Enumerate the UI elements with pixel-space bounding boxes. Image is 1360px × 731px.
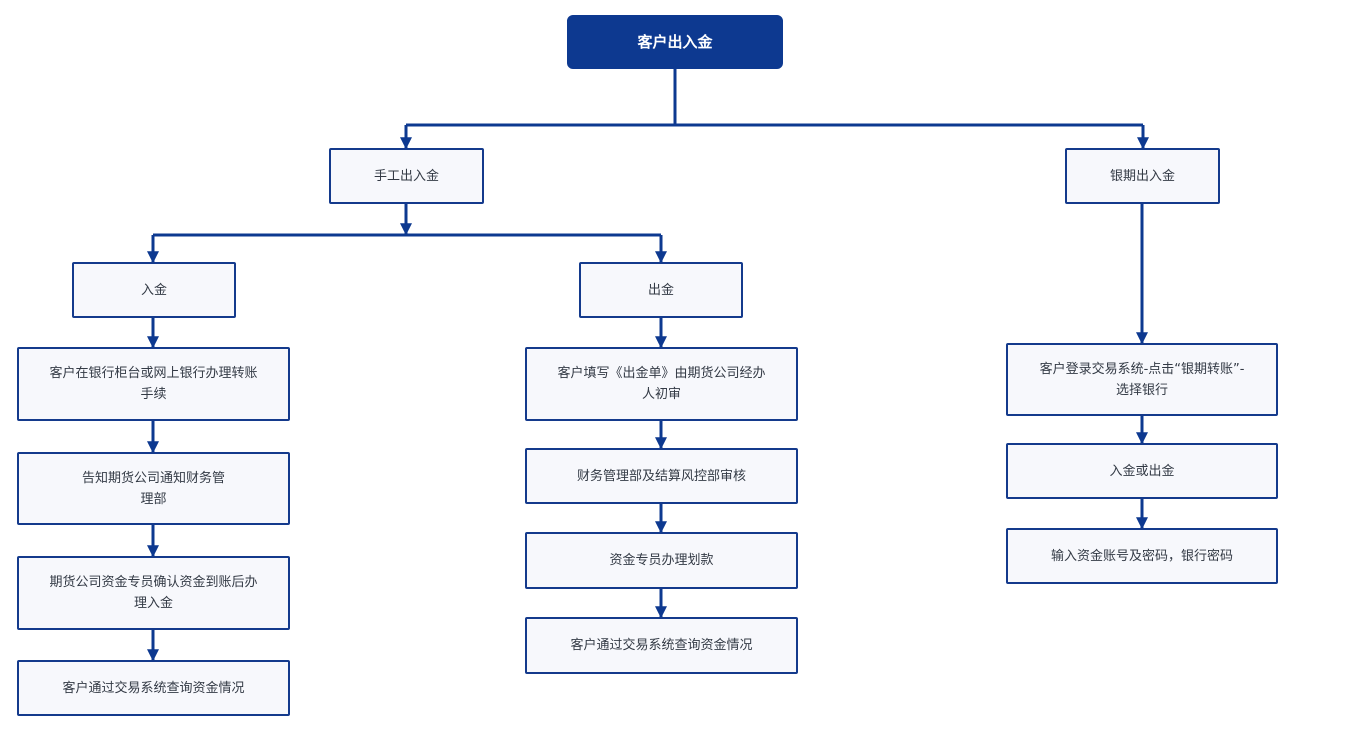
deposit-step: 客户在银行柜台或网上银行办理转账手续 bbox=[17, 347, 290, 421]
withdraw-step: 财务管理部及结算风控部审核 bbox=[525, 448, 798, 504]
withdraw-label: 出金 bbox=[647, 282, 674, 298]
root-label: 客户出入金 bbox=[637, 32, 713, 51]
root-node: 客户出入金 bbox=[567, 15, 783, 69]
deposit-step-label: 告知期货公司通知财务管理部 bbox=[81, 470, 225, 507]
deposit-step: 客户通过交易系统查询资金情况 bbox=[17, 660, 290, 716]
withdraw-step-label: 资金专员办理划款 bbox=[609, 553, 714, 568]
withdraw-step: 客户填写《出金单》由期货公司经办人初审 bbox=[525, 347, 798, 421]
bank-step: 入金或出金 bbox=[1006, 443, 1278, 499]
withdraw-step-label: 客户通过交易系统查询资金情况 bbox=[570, 638, 753, 653]
withdraw-step-label: 财务管理部及结算风控部审核 bbox=[576, 468, 746, 484]
withdraw-step: 客户通过交易系统查询资金情况 bbox=[525, 617, 798, 674]
withdraw-step: 资金专员办理划款 bbox=[525, 532, 798, 589]
withdraw-node: 出金 bbox=[579, 262, 743, 318]
manual-label: 手工出入金 bbox=[373, 168, 439, 184]
deposit-step-label: 客户在银行柜台或网上银行办理转账手续 bbox=[49, 366, 258, 402]
manual-node: 手工出入金 bbox=[329, 148, 484, 204]
bank-label: 银期出入金 bbox=[1109, 168, 1175, 184]
deposit-node: 入金 bbox=[72, 262, 236, 318]
deposit-step-label: 期货公司资金专员确认资金到账后办理入金 bbox=[49, 575, 258, 611]
deposit-label: 入金 bbox=[140, 282, 167, 298]
bank-step-label: 客户登录交易系统-点击“银期转账”-选择银行 bbox=[1039, 361, 1245, 398]
deposit-step: 告知期货公司通知财务管理部 bbox=[17, 452, 290, 525]
bank-node: 银期出入金 bbox=[1065, 148, 1220, 204]
deposit-step-label: 客户通过交易系统查询资金情况 bbox=[62, 680, 245, 696]
bank-step: 客户登录交易系统-点击“银期转账”-选择银行 bbox=[1006, 343, 1278, 416]
deposit-step: 期货公司资金专员确认资金到账后办理入金 bbox=[17, 556, 290, 630]
bank-step-label: 输入资金账号及密码，银行密码 bbox=[1050, 548, 1233, 564]
connector-root-bus bbox=[406, 69, 1143, 127]
withdraw-step-label: 客户填写《出金单》由期货公司经办人初审 bbox=[557, 366, 766, 402]
bank-step: 输入资金账号及密码，银行密码 bbox=[1006, 528, 1278, 584]
bank-step-label: 入金或出金 bbox=[1109, 463, 1175, 479]
